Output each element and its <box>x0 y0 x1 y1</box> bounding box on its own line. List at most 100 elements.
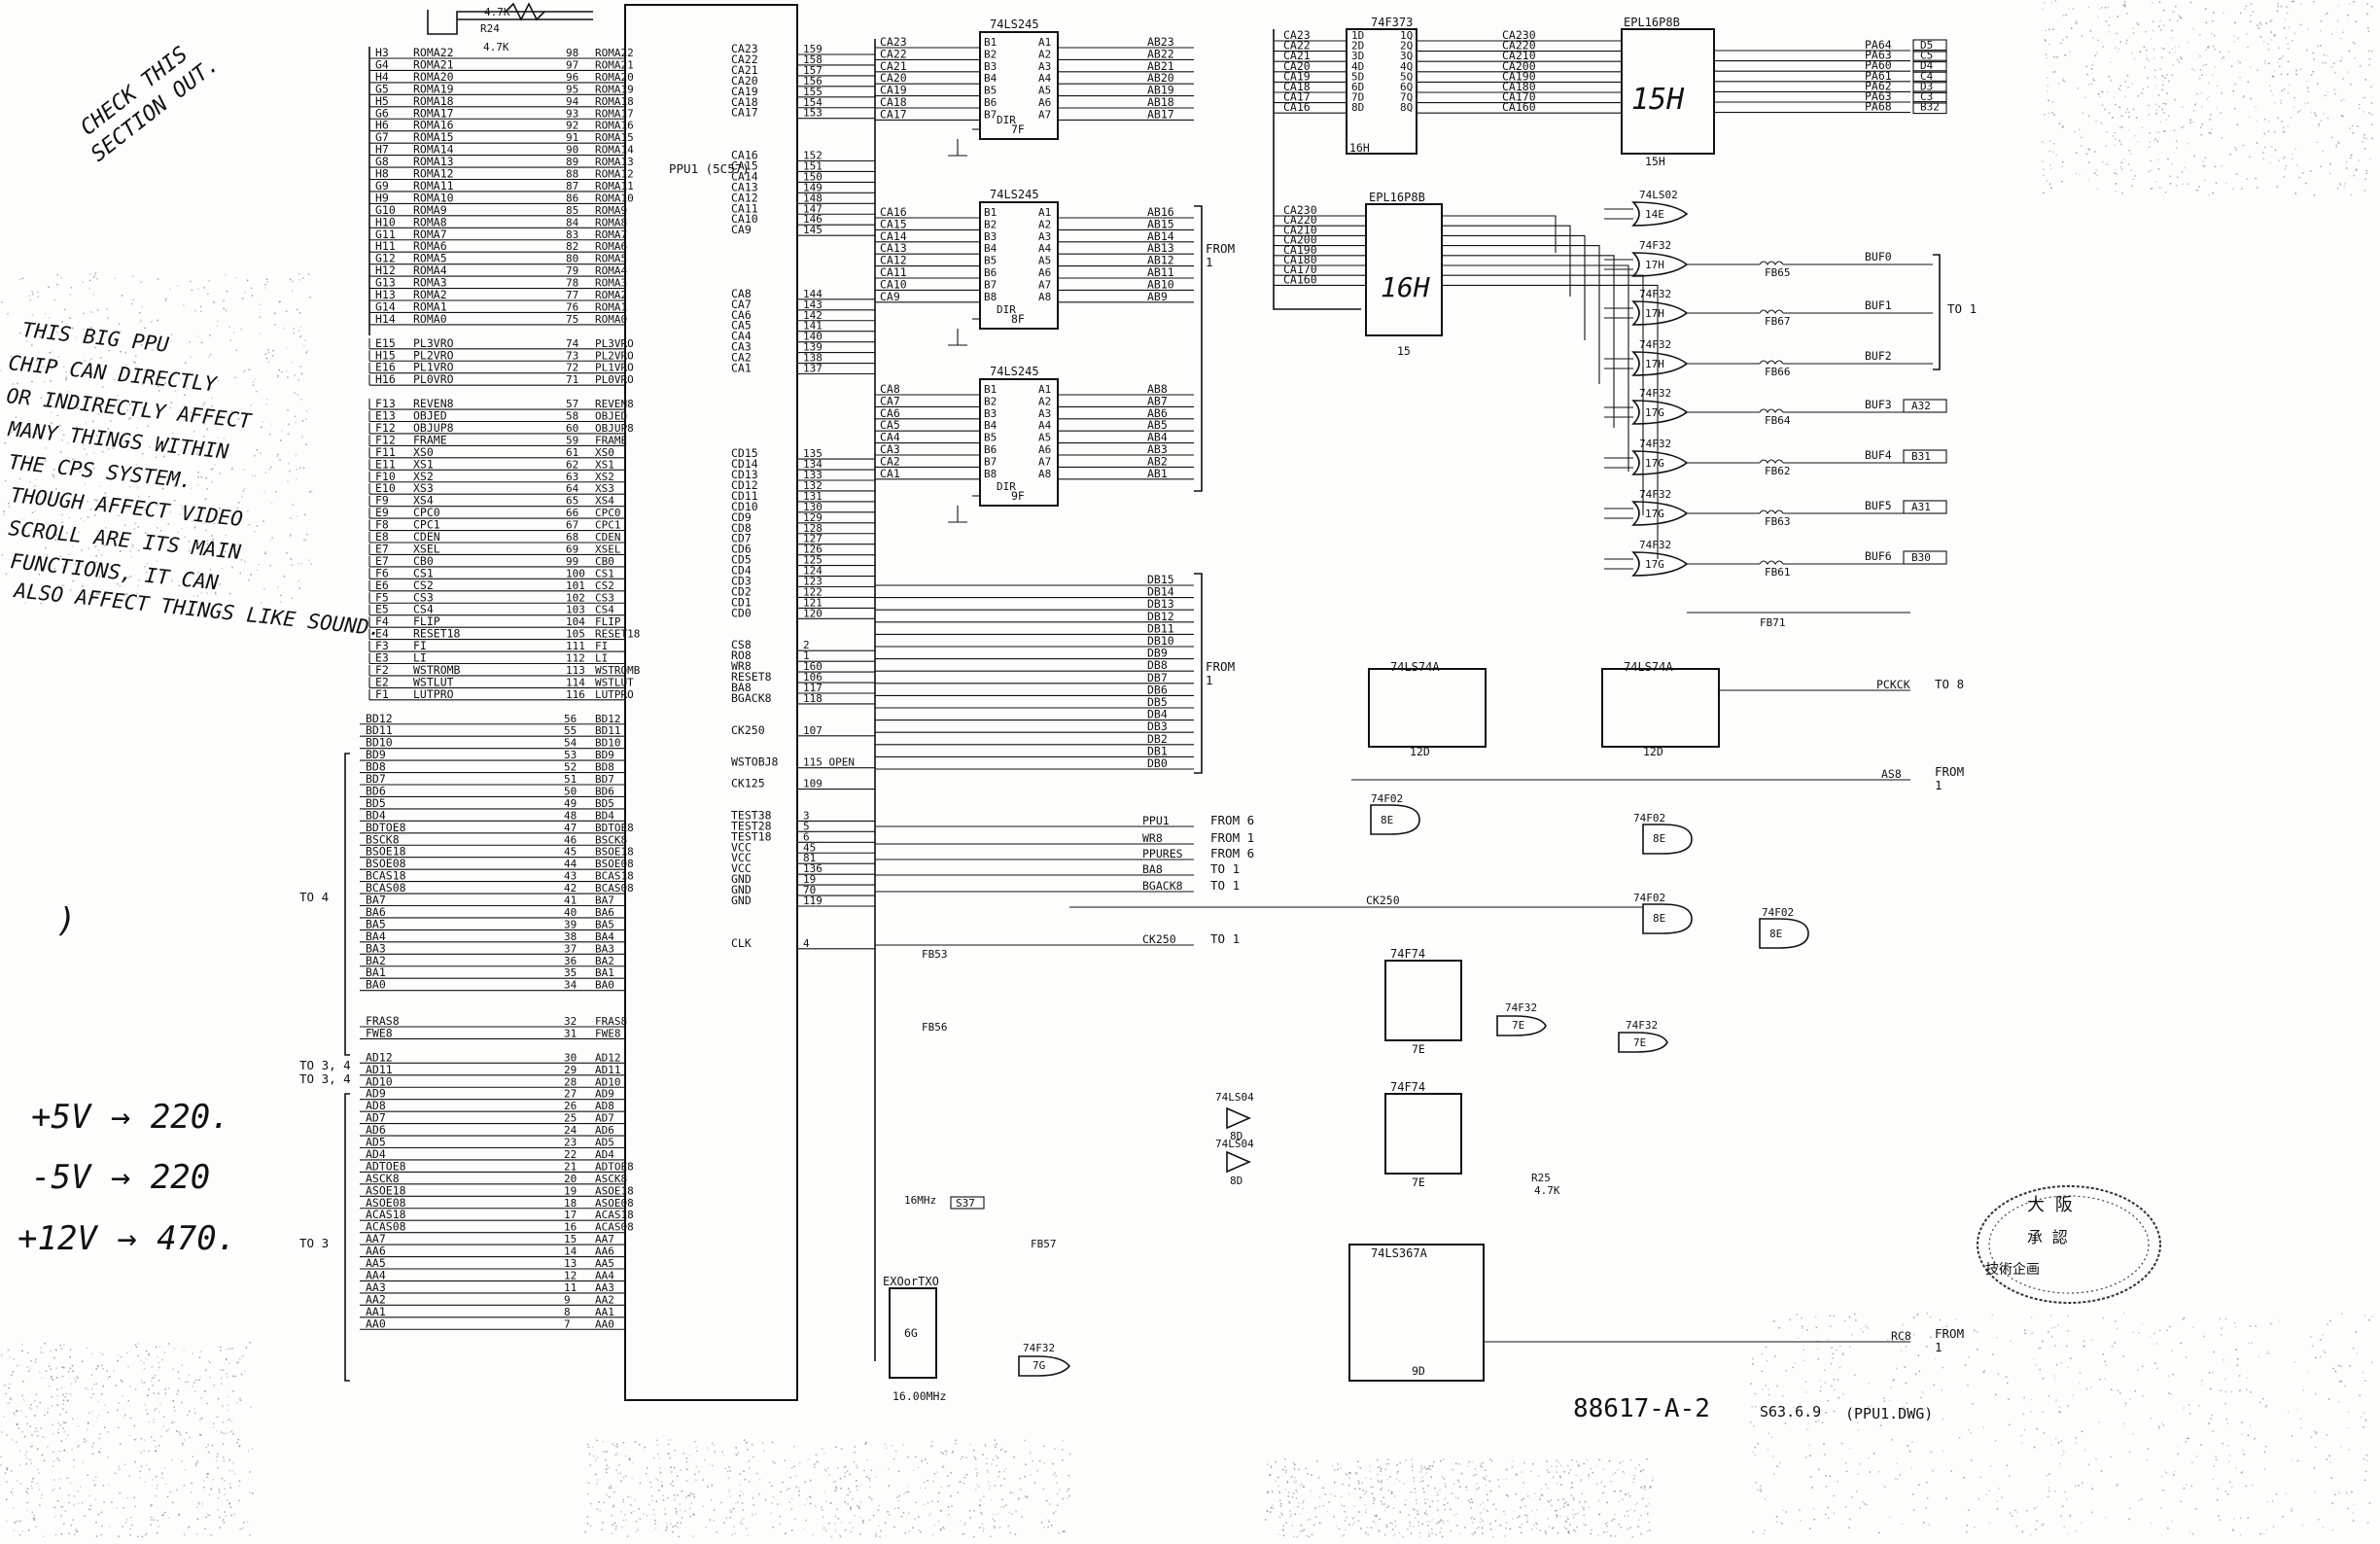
connector-pin <box>1912 90 1947 104</box>
pin-number: 32 <box>564 1015 577 1028</box>
control-signal: BGACK8 <box>1142 879 1183 893</box>
signal-name: TEST18 <box>731 829 772 843</box>
bus-signal-label: ACAS18 <box>366 1208 406 1221</box>
pin-name: ROMA13 <box>595 156 634 168</box>
pin-number: 27 <box>564 1088 577 1101</box>
signal-name: CA20 <box>731 74 758 88</box>
gate-type: 74F32 <box>1639 387 1671 400</box>
bus-signal-label: AA4 <box>366 1268 386 1281</box>
or-gates-column: 74LS0214E74F3217H74F3217H74F3217H74F3217… <box>1604 189 1689 577</box>
signal-name: CA11 <box>731 201 758 215</box>
rom-signal-label: ROMA16 <box>413 119 454 132</box>
data-bus-line: DB15 <box>1147 573 1174 586</box>
pin-number: 121 <box>803 596 822 609</box>
signal-name: CA9 <box>731 223 752 236</box>
signal-name: CD14 <box>731 457 758 471</box>
pin-name: BA2 <box>595 955 614 967</box>
svg-text:15H: 15H <box>1645 155 1665 168</box>
bus-signal-label: BD6 <box>366 784 386 797</box>
epl-output: PA63 <box>1865 89 1892 103</box>
pin-number: 57 <box>566 398 578 410</box>
svg-text:12D: 12D <box>1410 745 1430 758</box>
gate-type: 74LS02 <box>1639 189 1678 201</box>
pin-number: 82 <box>566 240 578 253</box>
pin-name: ROMA0 <box>595 313 627 326</box>
signal-name: CA2 <box>731 351 752 365</box>
rom-signal-label: ROMA17 <box>413 106 454 120</box>
pin-name: B2 <box>984 48 997 60</box>
pin-name: AA0 <box>595 1317 614 1330</box>
pin-name: ACAS08 <box>595 1221 634 1234</box>
rom-signal-label: ROMA15 <box>413 130 454 144</box>
ferrite-bead: FB66 <box>1765 366 1791 378</box>
r25-ref: R25 <box>1531 1172 1551 1184</box>
pin-name: B7 <box>984 455 997 468</box>
pin-number: 94 <box>566 95 579 108</box>
gate-type: 74F32 <box>1639 338 1671 351</box>
pin-name: A1 <box>1038 206 1051 219</box>
latch-input: CA21 <box>1283 49 1311 62</box>
latch-output: CA170 <box>1502 90 1536 104</box>
drawing-file: (PPU1.DWG) <box>1845 1405 1933 1422</box>
bus-signal-label: BD5 <box>366 796 386 810</box>
bus-signal-label: BA0 <box>366 978 386 992</box>
pin-number: 125 <box>803 554 822 567</box>
data-bus-line: DB0 <box>1147 756 1168 770</box>
epl-output: PA63 <box>1865 49 1892 62</box>
pin-number: 151 <box>803 159 822 172</box>
pin-name: BA1 <box>595 966 614 979</box>
pin-number: 113 <box>566 664 585 677</box>
pin-name: B5 <box>984 432 997 444</box>
signal-name: WSTOBJ8 <box>731 755 779 769</box>
pin-number: 76 <box>566 300 578 313</box>
bus-signal-label: FRAS8 <box>366 1014 400 1028</box>
pin-number: 22 <box>564 1148 577 1161</box>
to-4-label: TO 4 <box>299 890 329 904</box>
pin-name: ROMA20 <box>595 71 634 84</box>
pin-name: ASOE08 <box>595 1197 634 1210</box>
pin-name: ROMA15 <box>595 131 634 144</box>
s37-pin <box>950 1196 985 1210</box>
pin-number: 156 <box>803 75 822 88</box>
chip-name: 74LS245 <box>990 365 1039 378</box>
signal-name: CA19 <box>731 85 758 98</box>
pin-number: 129 <box>803 511 822 524</box>
gate-ref: 8D <box>1230 1130 1242 1142</box>
pin-name: BA3 <box>595 942 614 955</box>
svg-text:技術企画: 技術企画 <box>1985 1261 2040 1278</box>
bus-signal-label: BSOE18 <box>366 845 406 859</box>
svg-text:+12V → 470.: +12V → 470. <box>18 1219 236 1258</box>
epl16-input: CA230 <box>1283 203 1317 217</box>
pin-coord: H16 <box>375 372 396 386</box>
svg-text:74F74: 74F74 <box>1390 947 1425 961</box>
rom-signal-label: ROMA19 <box>413 82 454 95</box>
handwritten-paren: ) <box>56 901 76 940</box>
pin-number: 149 <box>803 181 822 193</box>
bracket-b <box>1194 573 1203 774</box>
rom-signal-label: ROMA10 <box>413 191 454 204</box>
data-bus-line: DB12 <box>1147 610 1174 623</box>
control-signal: CK250 <box>1142 932 1176 946</box>
pin-name: AD7 <box>595 1112 614 1125</box>
pin-number: 39 <box>564 918 577 930</box>
pin-number: 35 <box>564 966 577 979</box>
pin-name: AA6 <box>595 1246 614 1258</box>
as8-signal: AS8 <box>1881 767 1902 781</box>
rc8-signal: RC8 <box>1891 1329 1911 1343</box>
pin-name: A4 <box>1038 419 1052 432</box>
buf-signal: BUF1 <box>1865 298 1892 312</box>
epl-16h: EPL16P8B 16H 15 <box>1365 191 1443 358</box>
signal-name: CD3 <box>731 575 752 588</box>
gate-type: 74LS04 <box>1215 1138 1254 1150</box>
pin-coord: H15 <box>375 348 396 362</box>
rom-signal-label: ROMA20 <box>413 70 454 84</box>
svg-text:12D: 12D <box>1643 745 1663 758</box>
pin-name: XS3 <box>595 482 614 495</box>
buffer-output: AB5 <box>1147 418 1168 432</box>
buffer-output: AB7 <box>1147 394 1168 407</box>
chip-ref: 8F <box>1011 312 1025 326</box>
fb53-label: FB53 <box>922 948 948 961</box>
data-bus-line: DB3 <box>1147 719 1168 733</box>
svg-text:74F74: 74F74 <box>1390 1080 1425 1094</box>
pin-name: ROMA22 <box>595 47 634 59</box>
